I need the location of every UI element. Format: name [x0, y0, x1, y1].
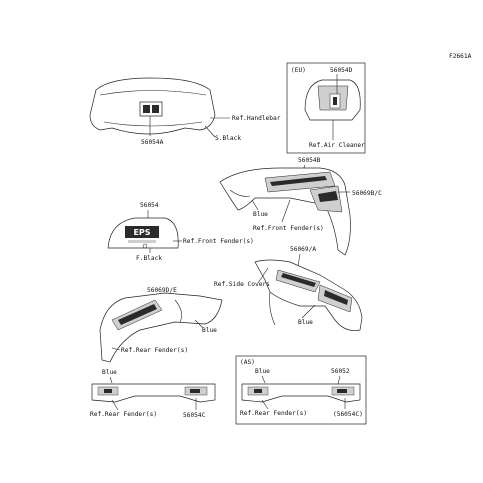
rear-bar-as-part-no: 56052 — [331, 368, 350, 375]
side-cover-color: Blue — [298, 319, 313, 326]
rear-fender-part-no: 56069D/E — [147, 287, 177, 294]
rear-bar-part — [91, 383, 216, 403]
air-cleaner-part — [304, 79, 361, 121]
eu-box — [286, 62, 366, 154]
rear-bar-part-no: 56054C — [183, 412, 206, 419]
small-fender-part-no: 56054 — [140, 202, 159, 209]
small-fender-ref: Ref.Front Fender(s) — [183, 238, 254, 245]
as-box — [235, 355, 367, 425]
rear-fender-color: Blue — [202, 327, 217, 334]
front-fender-part — [219, 167, 351, 256]
handlebar-color: S.Black — [215, 135, 241, 142]
rear-bar-color: Blue — [102, 369, 117, 376]
front-fender-top-part-no: 56054B — [298, 157, 321, 164]
air-cleaner-ref: Ref.Air Cleaner — [309, 142, 365, 149]
eps-emblem: EPS — [133, 228, 150, 237]
front-fender-ref: Ref.Front Fender(s) — [253, 225, 324, 232]
small-fender-color: F.Black — [136, 255, 162, 262]
side-cover-part — [254, 259, 363, 331]
rear-bar-ref: Ref.Rear Fender(s) — [90, 411, 157, 418]
figure-code: F2661A — [449, 53, 472, 60]
air-cleaner-part-no: 56054D — [330, 67, 353, 74]
rear-bar-as-ref: Ref.Rear Fender(s) — [240, 410, 307, 417]
rear-fender-part — [99, 292, 223, 363]
handlebar-ref: Ref.Handlebar — [232, 115, 281, 122]
front-fender-side-part-no: 56069B/C — [352, 190, 382, 197]
handlebar-part-no: 56054A — [141, 139, 164, 146]
front-fender-color: Blue — [253, 211, 268, 218]
as-region-label: (AS) — [240, 359, 255, 366]
handlebar-cover-part — [89, 77, 216, 135]
rear-bar-as-part — [241, 383, 361, 403]
small-fender-part: EPS — [107, 217, 179, 249]
rear-bar-as-color: Blue — [255, 368, 270, 375]
rear-fender-ref: Ref.Rear Fender(s) — [121, 347, 188, 354]
side-cover-part-no: 56069/A — [290, 246, 316, 253]
rear-bar-as-alt-part-no: (56054C) — [333, 411, 363, 418]
side-cover-ref: Ref.Side Covers — [214, 281, 270, 288]
eu-region-label: (EU) — [291, 67, 306, 74]
